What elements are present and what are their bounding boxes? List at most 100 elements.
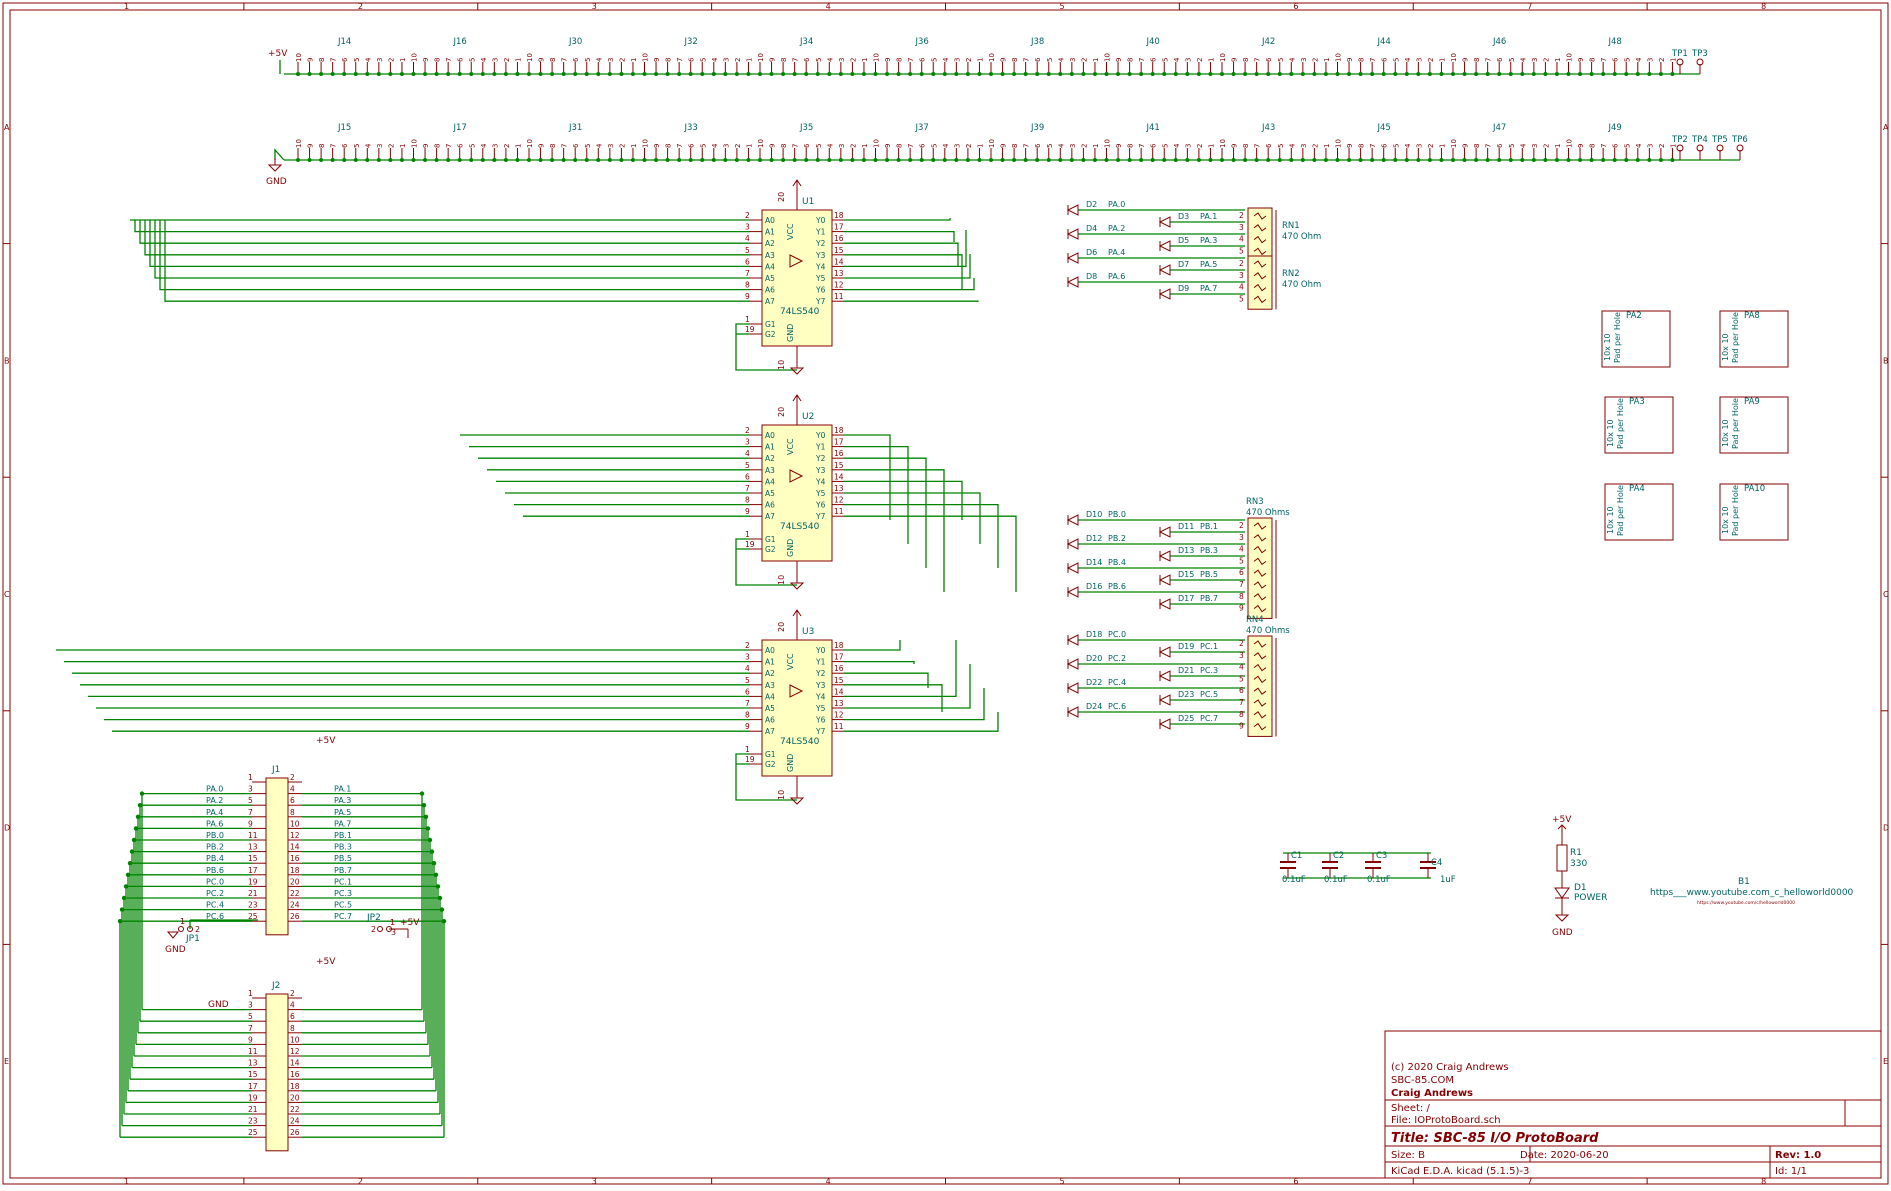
connector-net-label: PA.4 [206, 808, 223, 817]
junction [538, 72, 543, 76]
buffer-pin-number: 17 [834, 223, 844, 232]
header-pin-number: 6 [803, 57, 811, 62]
pad-ref: PA10 [1744, 484, 1765, 494]
connector-pin-number: 5 [248, 796, 253, 805]
frame-column-label: 7 [1527, 1177, 1532, 1186]
rn-resistor [1253, 675, 1267, 684]
buffer-pin-number: 4 [745, 234, 750, 243]
junction [1069, 158, 1074, 162]
buffer-gate-number: 19 [745, 755, 755, 764]
header-pin-number: 4 [1519, 143, 1527, 148]
junction [342, 158, 347, 162]
wire [844, 242, 959, 266]
header-pin-number: 7 [792, 144, 800, 148]
junction [1196, 158, 1201, 162]
wire [844, 254, 971, 279]
header-pin-number: 9 [1462, 58, 1470, 62]
power-symbols: +5V GND [266, 49, 288, 187]
header-pin-number: 7 [676, 144, 684, 148]
header-pin-number: 8 [1589, 144, 1597, 148]
junction [885, 158, 890, 162]
junction [596, 158, 601, 162]
header-pin-number: 7 [907, 58, 915, 62]
header-pin-number: 4 [480, 143, 488, 148]
led-net: PA.1 [1200, 212, 1217, 221]
junction [1335, 158, 1340, 162]
header-pin-number: 10 [873, 53, 881, 62]
header-ref-j35: J35 [799, 123, 813, 133]
header-ref-j34: J34 [799, 37, 813, 47]
header-pin-number: 2 [1311, 58, 1319, 62]
header-pin-number: 6 [803, 143, 811, 148]
header-pin-number: 3 [491, 144, 499, 148]
led-net: PC.0 [1108, 630, 1126, 639]
header-pin-number: 6 [1034, 57, 1042, 62]
header-pin-number: 3 [1415, 58, 1423, 62]
buffer-vcc-pin: 20 [777, 407, 786, 417]
junction [457, 72, 462, 76]
junction [769, 72, 774, 76]
buffer-pin-name: A7 [765, 297, 775, 306]
connector-net-label: PB.2 [206, 843, 224, 852]
header-pin-number: 7 [330, 58, 338, 62]
header-pin-number: 7 [907, 144, 915, 148]
header-pin-number: 4 [1288, 57, 1296, 62]
wire [844, 503, 999, 568]
wire [844, 254, 963, 290]
header-pin-number: 2 [1311, 144, 1319, 148]
header-pin-number: 5 [930, 58, 938, 62]
rn-resistor [1253, 272, 1267, 280]
led-net: PB.0 [1108, 510, 1126, 519]
buffer-ref: U2 [802, 412, 814, 422]
header-ref-j30: J30 [568, 37, 582, 47]
rn-pin-number: 7 [1239, 698, 1244, 707]
buffer-pin-number: 18 [834, 211, 844, 220]
junction [1035, 158, 1040, 162]
junction [1000, 72, 1005, 76]
junction [896, 158, 901, 162]
junction [388, 158, 393, 162]
pad-ref: PA8 [1744, 311, 1760, 321]
buffer-body-u3 [761, 639, 833, 777]
buffer-pin-name: A4 [765, 262, 775, 271]
junction [1658, 158, 1663, 162]
rn-pin-number: 5 [1239, 294, 1244, 303]
buffer-pin-name: A6 [765, 716, 775, 725]
connector-pin-number: 4 [290, 1001, 295, 1010]
junction [1543, 158, 1548, 162]
wire [844, 218, 951, 221]
rn-ref: RN1 [1282, 221, 1300, 231]
rn-pin-number: 4 [1239, 545, 1244, 554]
header-pin-number: 8 [1473, 144, 1481, 148]
connector-pin-number: 18 [290, 1082, 300, 1091]
junction [1231, 158, 1236, 162]
frame-column-label: 8 [1761, 1177, 1766, 1186]
connector-pin-number: 3 [248, 1001, 253, 1010]
connector-pin-number: 16 [290, 1070, 300, 1079]
header-pin-number: 3 [1531, 144, 1539, 148]
led-net: PC.6 [1108, 702, 1126, 711]
junction [1658, 72, 1663, 76]
cap-value: 0.1uF [1282, 875, 1306, 885]
led-ref: D12 [1086, 534, 1102, 543]
header-pin-number: 9 [884, 144, 892, 148]
led-ref: D2 [1086, 200, 1097, 209]
junction [492, 158, 497, 162]
junction [931, 72, 936, 76]
header-pin-number: 9 [769, 144, 777, 148]
junction [561, 72, 566, 76]
buffer-pin-number: 2 [745, 641, 750, 650]
connector-pin-number: 19 [248, 1093, 258, 1102]
junction [1162, 72, 1167, 76]
junction [342, 72, 347, 76]
junction [885, 72, 890, 76]
header-pin-number: 7 [792, 58, 800, 62]
connector-pin-number: 20 [290, 1093, 300, 1102]
header-pin-number: 1 [399, 144, 407, 148]
pad-ref: PA9 [1744, 397, 1760, 407]
pad-ref: PA4 [1629, 484, 1645, 494]
junction [746, 72, 751, 76]
rn-resistor [1253, 283, 1267, 292]
header-pin-number: 7 [330, 144, 338, 148]
header-pin-number: 4 [942, 57, 950, 62]
